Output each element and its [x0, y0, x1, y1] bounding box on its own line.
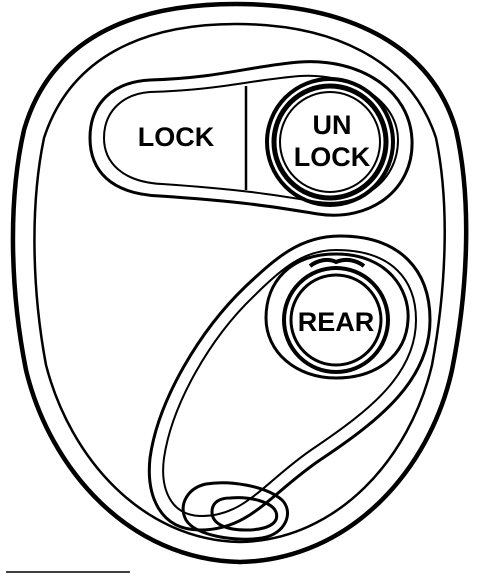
lock-button-label: LOCK [138, 122, 215, 152]
unlock-button[interactable]: UN LOCK [265, 77, 395, 207]
fob-housing [10, 1, 469, 565]
lock-unlock-pad [88, 60, 414, 217]
key-ring-slot [181, 481, 289, 541]
rear-button[interactable]: REAR [264, 252, 410, 380]
unlock-button-label-line2: LOCK [294, 142, 371, 172]
lock-button[interactable]: LOCK [138, 122, 215, 152]
unlock-button-label-line1: UN [313, 110, 352, 140]
rear-panel [147, 234, 432, 532]
rear-button-label: REAR [298, 307, 375, 337]
